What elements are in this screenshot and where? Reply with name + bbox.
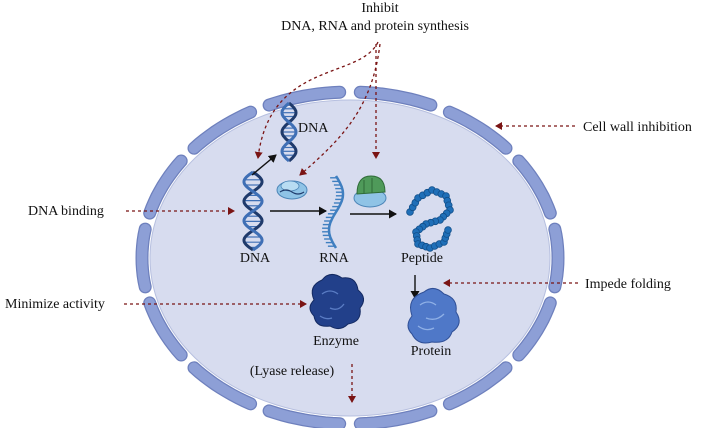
arrow-inhibit-to-ribosome (299, 43, 381, 176)
label-dna-binding: DNA binding (28, 204, 104, 219)
rna-strand-icon (322, 175, 345, 249)
label-protein: Protein (411, 344, 451, 359)
label-lyase-release: (Lyase release) (250, 364, 335, 379)
cell-wall (135, 85, 565, 428)
cell-wall-segment-fill (144, 155, 187, 219)
label-enzyme: Enzyme (313, 334, 359, 349)
cell-wall-segment-fill (263, 405, 345, 428)
enzyme-icon (309, 274, 364, 330)
title-line-2: DNA, RNA and protein synthesis (281, 19, 469, 34)
dna-helix-icon (242, 170, 264, 252)
peptide-chain-icon (406, 186, 454, 252)
cell-wall-segment-fill (136, 223, 151, 293)
dna-helix-replicated-icon (280, 101, 298, 163)
dna-strand (280, 101, 298, 163)
label-minimize-activity: Minimize activity (5, 297, 105, 312)
dna-strand (242, 170, 264, 252)
label-dna-top: DNA (298, 121, 329, 136)
cell-wall-segment-fill (549, 223, 564, 293)
cell-wall-segment-fill (513, 297, 556, 361)
label-dna: DNA (240, 251, 271, 266)
label-cell-wall-inhibition: Cell wall inhibition (583, 120, 692, 135)
title-line-1: Inhibit (361, 1, 398, 16)
rna-polymerase-icon (276, 180, 308, 200)
protein-icon (407, 288, 460, 344)
cell-wall-segment-fill (444, 362, 512, 410)
label-peptide: Peptide (401, 251, 443, 266)
label-rna: RNA (319, 251, 349, 266)
label-impede-folding: Impede folding (585, 277, 671, 292)
cell-wall-segment-fill (144, 297, 187, 361)
cell-wall-segment-fill (444, 106, 512, 154)
cell-body (149, 99, 551, 417)
amino-acid-bead (444, 226, 452, 234)
cell-wall-segment-fill (188, 362, 256, 410)
cell-wall-segment-fill (513, 155, 556, 219)
dna-strand (280, 101, 298, 163)
ribosome-icon (353, 175, 387, 208)
cell-wall-segment-fill (355, 405, 437, 428)
arrow-dna-replication (251, 154, 277, 176)
arrow-inhibit-to-dna (254, 41, 379, 159)
cell-wall-segment-fill (355, 86, 437, 111)
cell-wall-segment-fill (188, 106, 256, 154)
